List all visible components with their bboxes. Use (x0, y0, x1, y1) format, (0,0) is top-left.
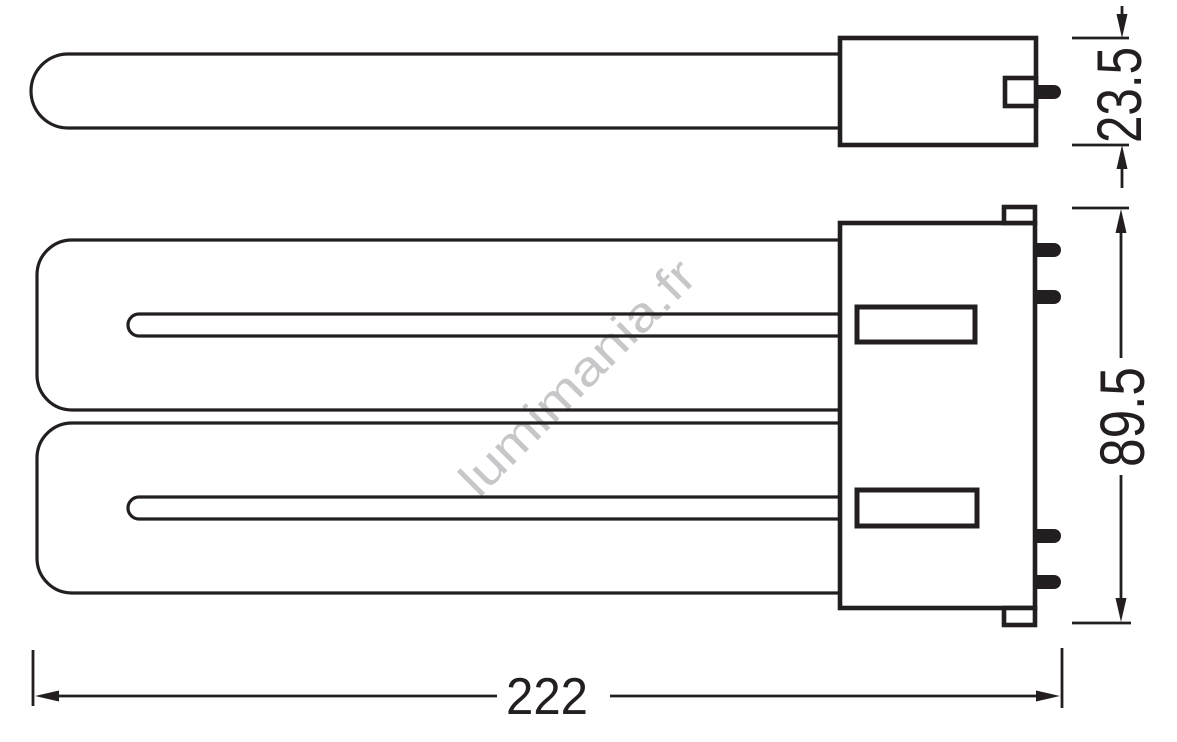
dimension-23-5-label-group: 23.5 (1085, 47, 1155, 143)
front-view-base-window-upper (854, 304, 978, 345)
side-view-base (837, 35, 1039, 148)
front-view-base-tab-bottom (1001, 605, 1038, 628)
front-view-tube-lower (35, 421, 842, 595)
dimension-222-arrows (35, 690, 1060, 702)
dimension-89-5-label-group: 89.5 (1088, 367, 1158, 467)
side-view-tube-outline (29, 52, 842, 130)
front-view-base (837, 204, 1038, 628)
front-view-tubes (35, 238, 842, 595)
dim-222-label: 222 (506, 668, 588, 726)
dim-222-arrow-left-icon (35, 690, 59, 702)
side-view-pin-group (1036, 85, 1061, 99)
watermark-text: lumimania.fr (449, 249, 707, 507)
dim-89-5-arrow-down-icon (1115, 598, 1127, 622)
dimension-23-5 (1072, 6, 1129, 188)
front-view-tube-upper-slot (126, 312, 842, 338)
front-view-pin-2 (1035, 290, 1061, 304)
side-view-pin (1036, 85, 1061, 99)
dim-89-5-arrow-up-icon (1115, 209, 1127, 233)
dim-23-5-arrow-up-icon (1116, 145, 1128, 169)
dim-89-5-label: 89.5 (1088, 367, 1158, 467)
dim-23-5-arrow-down-icon (1116, 14, 1128, 38)
front-view-base-tab-top (1001, 204, 1038, 226)
dimension-222-label-group: 222 (506, 668, 588, 726)
side-view-base-notch (1002, 75, 1039, 109)
front-view-pin-3 (1035, 529, 1061, 543)
front-view-tube-upper (35, 238, 842, 412)
front-view-pin-4 (1035, 575, 1061, 589)
dimension-23-5-arrows (1116, 14, 1128, 169)
front-view-pins (1035, 243, 1061, 589)
dimension-89-5-arrows (1115, 209, 1127, 622)
front-view-base-body (837, 220, 1038, 611)
dimension-222 (31, 648, 1064, 708)
dimension-89-5 (1072, 206, 1131, 625)
front-view-pin-1 (1035, 243, 1061, 257)
front-view-base-window-lower (854, 487, 980, 529)
dim-23-5-label: 23.5 (1085, 47, 1155, 143)
side-view (29, 52, 842, 130)
dim-222-arrow-right-icon (1036, 690, 1060, 702)
front-view-tube-lower-slot (126, 495, 842, 521)
